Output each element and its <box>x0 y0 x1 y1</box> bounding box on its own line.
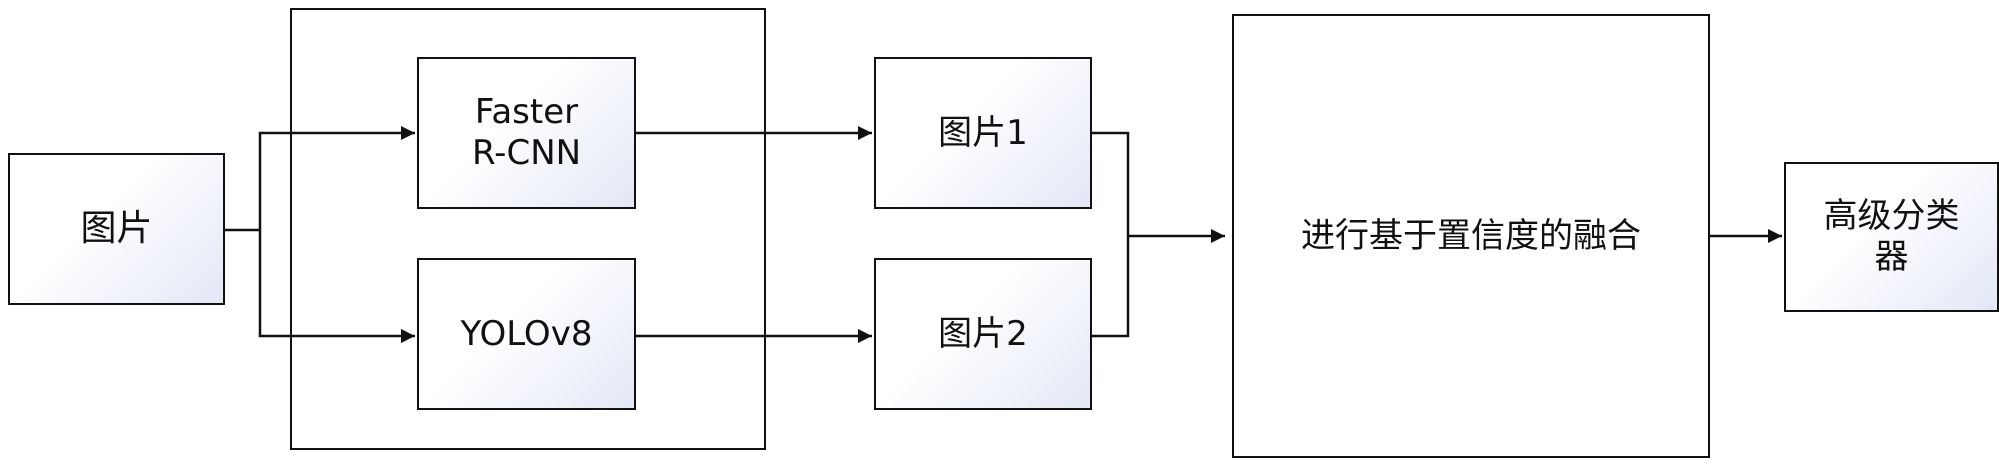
image2-node: 图片2 <box>874 258 1092 410</box>
faster-rcnn-node: Faster R-CNN <box>417 57 636 209</box>
input-image-node: 图片 <box>8 153 225 305</box>
yolov8-node: YOLOv8 <box>417 258 636 410</box>
image1-node: 图片1 <box>874 57 1092 209</box>
models-group-frame <box>290 8 766 450</box>
input-image-label: 图片 <box>80 208 153 250</box>
image2-label: 图片2 <box>938 313 1028 354</box>
yolov8-label: YOLOv8 <box>460 313 593 354</box>
fusion-node: 进行基于置信度的融合 <box>1232 14 1710 458</box>
classifier-label: 高级分类 器 <box>1823 196 1960 277</box>
image1-label: 图片1 <box>938 112 1028 153</box>
edge-to-faster-rcnn <box>258 126 415 230</box>
edge-image1-merge <box>1092 131 1130 338</box>
faster-rcnn-label: Faster R-CNN <box>471 92 582 173</box>
fusion-label: 进行基于置信度的融合 <box>1301 215 1641 256</box>
classifier-node: 高级分类 器 <box>1784 162 1999 312</box>
edge-to-yolo <box>258 230 415 343</box>
